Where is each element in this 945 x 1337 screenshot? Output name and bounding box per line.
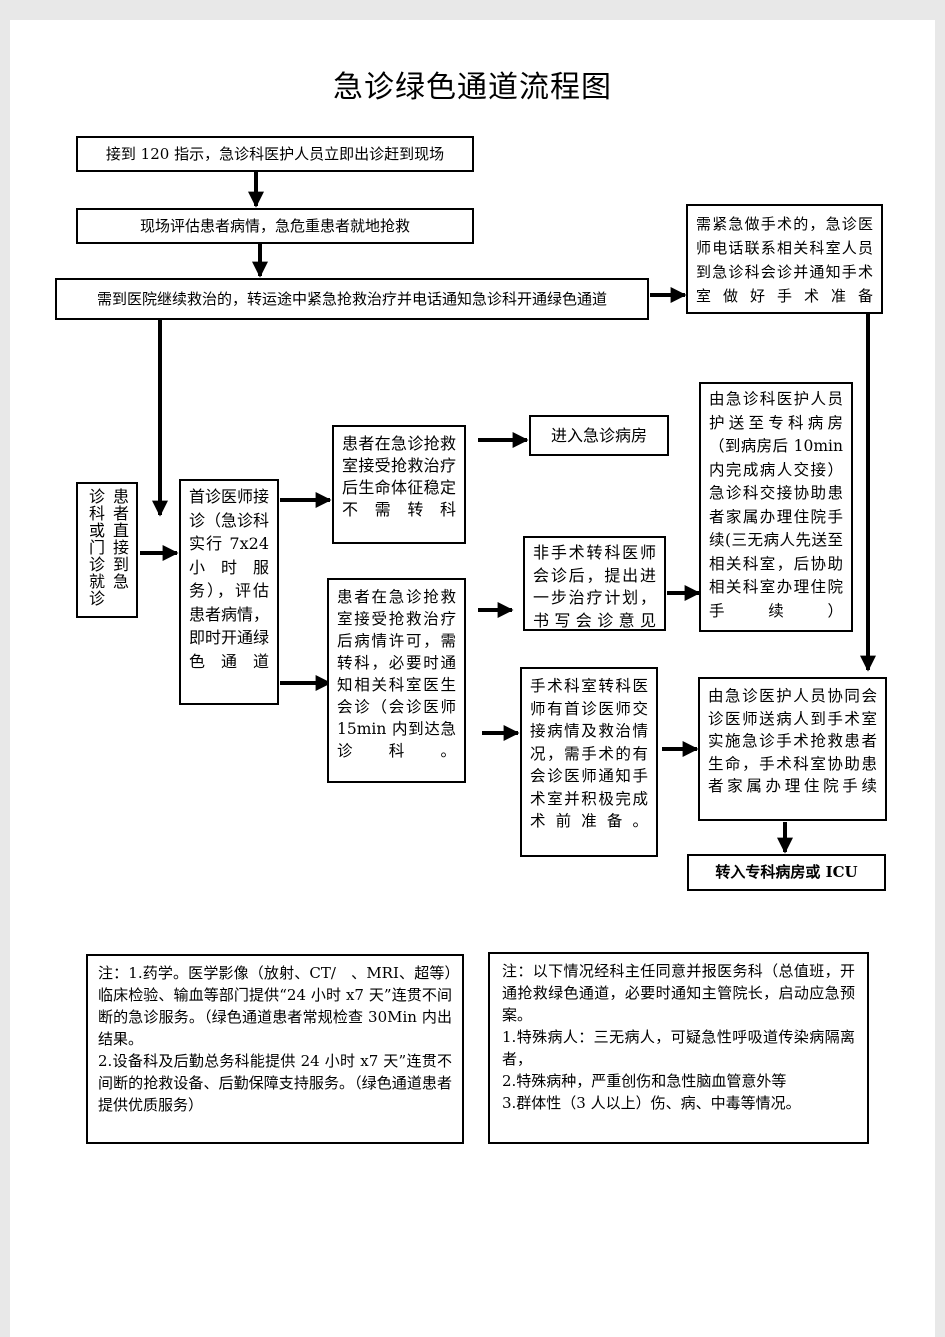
note-right-line-2: 1.特殊病人：三无病人，可疑急性呼吸道传染病隔离者， [502,1028,855,1068]
node-transport-notify: 需到医院继续救治的，转运途中紧急抢救治疗并电话通知急诊科开通绿色通道 [55,278,649,320]
node-surgical-transfer: 手术科室转科医师有首诊医师交接病情及救治情况，需手术的有会诊医师通知手术室并积极… [520,667,658,857]
note-left-line-2: 2.设备科及后勤总务科能提供 24 小时 x7 天”连贯不间断的抢救设备、后勤保… [98,1052,452,1114]
walk-in-text-col2: 诊科或门诊就诊 [86,488,105,607]
note-left-line-1: 注：1.药学。医学影像（放射、CT/ 、MRI、超等）临床检验、输血等部门提供“… [98,964,452,1048]
node-final-ward-icu: 转入专科病房或 ICU [687,854,886,891]
node-emergency-ward: 进入急诊病房 [529,415,669,456]
node-walk-in-patient: 患者直接到急 诊科或门诊就诊 [76,482,138,618]
note-right-line-4: 3.群体性（3 人以上）伤、病、中毒等情况。 [502,1094,801,1112]
node-dispatch: 接到 120 指示，急诊科医护人员立即出诊赶到现场 [76,136,474,172]
node-nonsurgical-consult: 非手术转科医师会诊后，提出进一步治疗计划，书写会诊意见 [523,536,666,631]
node-first-doctor: 首诊医师接诊（急诊科实行 7x24 小时服务），评估患者病情，即时开通绿色通道 [179,479,279,705]
node-urgent-surgery-contact: 需紧急做手术的，急诊医师电话联系相关科室人员到急诊科会诊并通知手术室做好手术准备 [686,204,883,314]
node-transfer-consult: 患者在急诊抢救室接受抢救治疗后病情许可，需转科，必要时通知相关科室医生会诊（会诊… [327,578,466,783]
node-operating-room: 由急诊医护人员协同会诊医师送病人到手术室实施急诊手术抢救患者生命，手术科室协助患… [698,677,887,821]
node-stable-no-transfer: 患者在急诊抢救室接受抢救治疗后生命体征稳定不需转科 [332,425,466,544]
walk-in-text-col1: 患者直接到急 [110,488,129,590]
note-right: 注：以下情况经科主任同意并报医务科（总值班，开通抢救绿色通道，必要时通知主管院长… [488,952,869,1144]
note-right-line-3: 2.特殊病种，严重创伤和急性脑血管意外等 [502,1072,787,1090]
node-onsite-assessment: 现场评估患者病情，急危重患者就地抢救 [76,208,474,244]
page-title: 急诊绿色通道流程图 [333,70,612,105]
note-left: 注：1.药学。医学影像（放射、CT/ 、MRI、超等）临床检验、输血等部门提供“… [86,954,464,1144]
note-right-line-1: 注：以下情况经科主任同意并报医务科（总值班，开通抢救绿色通道，必要时通知主管院长… [502,962,855,1024]
node-escort-specialist-ward: 由急诊科医护人员护送至专科病房（到病房后 10min 内完成病人交接）急诊科交接… [699,382,853,632]
